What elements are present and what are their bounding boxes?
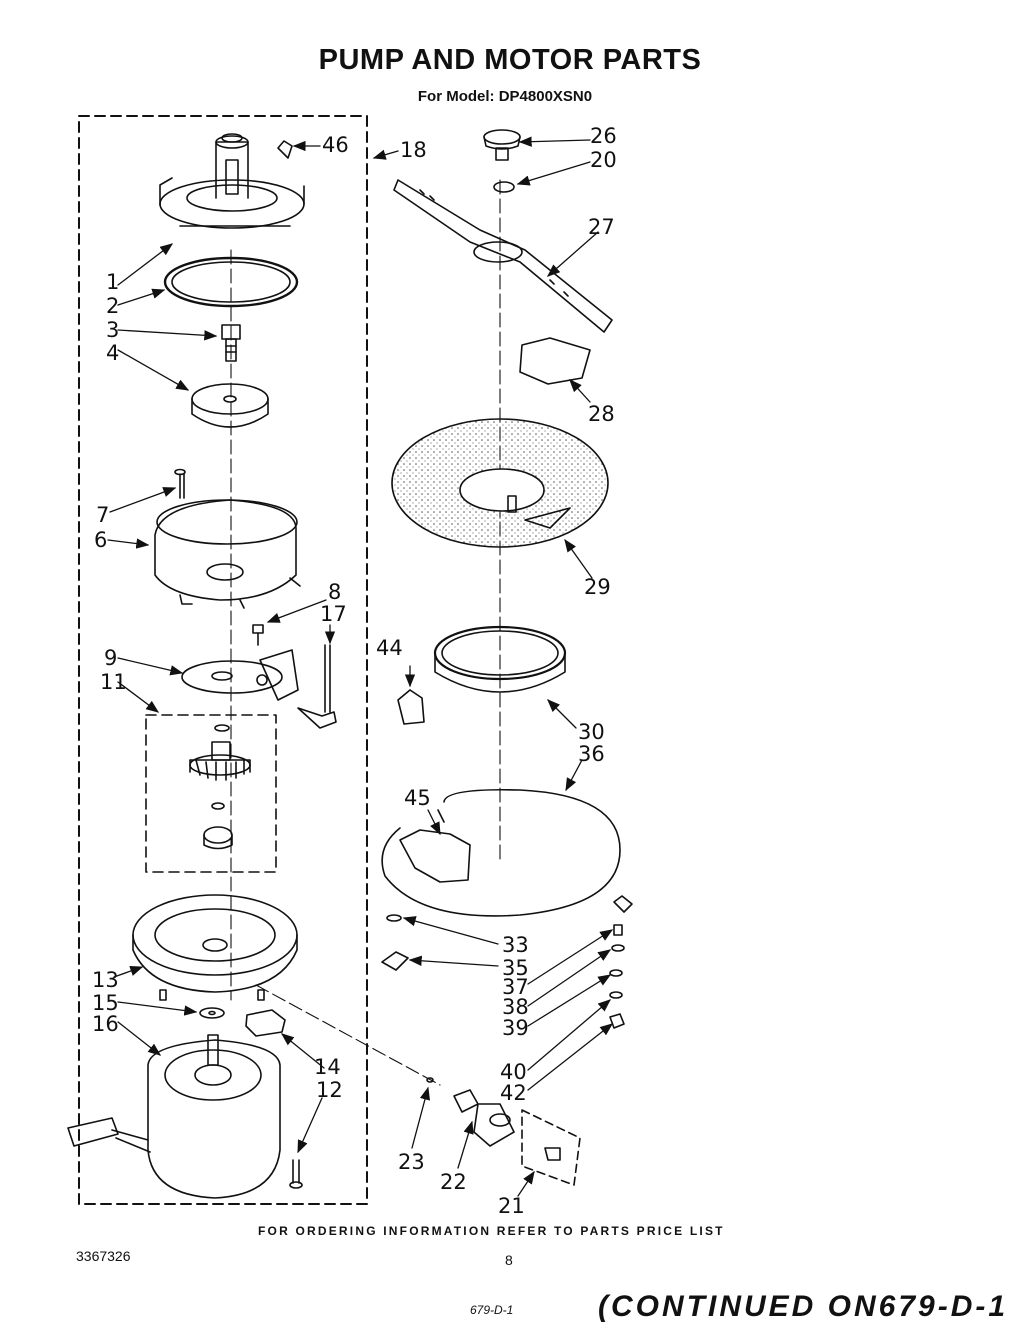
- chopper-assembly-part: [189, 724, 251, 850]
- callout-30: 30: [578, 720, 605, 744]
- part-44: [397, 689, 425, 725]
- callout-11: 11: [100, 670, 127, 694]
- cap-part: [483, 129, 521, 161]
- callout-38: 38: [502, 995, 529, 1019]
- callout-42: 42: [500, 1081, 527, 1105]
- callout-39: 39: [502, 1016, 529, 1040]
- screw-8-part: [252, 624, 264, 646]
- callout-35: 35: [502, 956, 529, 980]
- motor-part: [67, 1034, 281, 1199]
- brush-part: [245, 1009, 286, 1037]
- callout-8: 8: [328, 580, 342, 604]
- callout-28: 28: [588, 402, 615, 426]
- callout-37: 37: [502, 975, 529, 999]
- model-subtitle: For Model: DP4800XSN0: [417, 88, 593, 105]
- motor-mount-part: [132, 894, 298, 1001]
- ordering-info-note: FOR ORDERING INFORMATION REFER TO PARTS …: [258, 1224, 725, 1238]
- axis-lines: [230, 179, 501, 1086]
- washer-20-part: [493, 181, 515, 193]
- callout-21: 21: [498, 1194, 525, 1218]
- callout-16: 16: [92, 1012, 119, 1036]
- callout-26: 26: [590, 124, 617, 148]
- part-45-bracket: [399, 829, 471, 883]
- callout-36: 36: [578, 742, 605, 766]
- handwritten-note: 679-D-1: [470, 1303, 514, 1317]
- assembly-boundary: [78, 115, 368, 1205]
- callout-29: 29: [584, 575, 611, 599]
- part-22-pressure-switch: [453, 1089, 515, 1147]
- callout-1: 1: [106, 270, 120, 294]
- continued-note: (CONTINUED ON679-D-1: [598, 1290, 1009, 1323]
- heater-element-part: [381, 788, 621, 917]
- screw-12-part: [289, 1159, 303, 1189]
- part-35: [381, 951, 409, 971]
- part-23: [426, 1077, 434, 1083]
- leader-lines: [107, 136, 614, 1197]
- callout-27: 27: [588, 215, 615, 239]
- filter-screen-part: [391, 418, 609, 548]
- callout-14: 14: [314, 1055, 341, 1079]
- part-21-bracket-box: [521, 1109, 581, 1186]
- document-number: 3367326: [76, 1248, 131, 1264]
- impeller-disk-part: [191, 383, 269, 428]
- pump-housing-part: [159, 133, 305, 229]
- callout-20: 20: [590, 148, 617, 172]
- callout-7: 7: [96, 503, 110, 527]
- bracket-part: [519, 337, 591, 385]
- callout-2: 2: [106, 294, 120, 318]
- callout-45: 45: [404, 786, 431, 810]
- callout-17: 17: [320, 602, 347, 626]
- sub-assembly-box: [145, 714, 277, 873]
- impeller-screw-part: [221, 324, 241, 362]
- screw-part: [174, 468, 186, 499]
- callout-3: 3: [106, 318, 120, 342]
- callout-33: 33: [502, 933, 529, 957]
- spray-arm-part: [393, 179, 613, 333]
- hardware-stack: [609, 895, 633, 1029]
- callout-13: 13: [92, 968, 119, 992]
- plate-part: [181, 649, 299, 701]
- callout-22: 22: [440, 1170, 467, 1194]
- callout-4: 4: [106, 341, 120, 365]
- part-33: [386, 914, 402, 922]
- page-number: 8: [505, 1252, 513, 1268]
- callout-46: 46: [322, 133, 349, 157]
- callout-6: 6: [94, 528, 108, 552]
- callout-40: 40: [500, 1060, 527, 1084]
- callout-12: 12: [316, 1078, 343, 1102]
- callout-9: 9: [104, 646, 118, 670]
- seal-ring-part: [163, 256, 299, 308]
- callout-15: 15: [92, 991, 119, 1015]
- callout-23: 23: [398, 1150, 425, 1174]
- callout-18: 18: [400, 138, 427, 162]
- pump-body-part: [154, 499, 301, 609]
- ring-30-part: [433, 625, 567, 693]
- callout-44: 44: [376, 636, 403, 660]
- page-title: PUMP AND MOTOR PARTS: [318, 44, 702, 76]
- heater-rod-part: [297, 644, 337, 729]
- part-46-clip: [277, 140, 293, 159]
- washer-part: [199, 1007, 225, 1019]
